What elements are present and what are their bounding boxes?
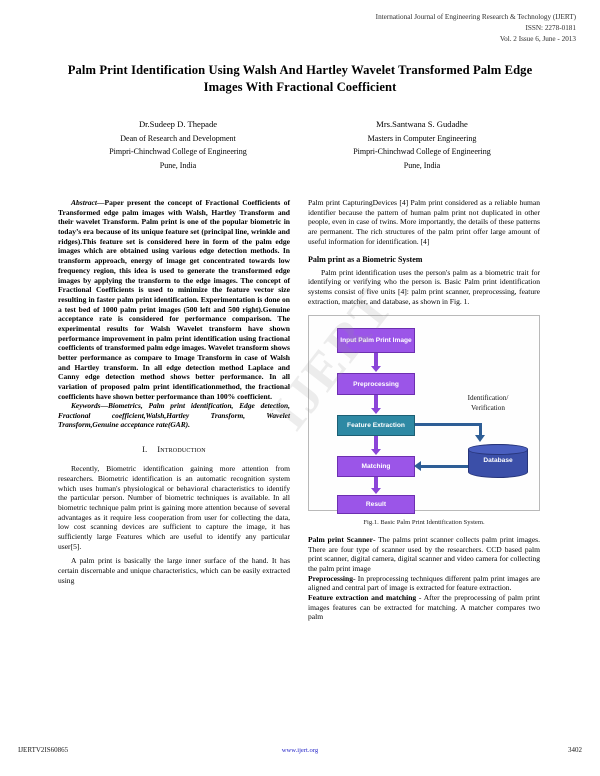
- journal-name: International Journal of Engineering Res…: [375, 13, 576, 21]
- definition-palm-print-scanner: Palm print Scanner- The palms print scan…: [308, 535, 540, 574]
- abstract-paragraph: Abstract—Paper present the concept of Fr…: [58, 198, 290, 401]
- left-column: Abstract—Paper present the concept of Fr…: [58, 198, 290, 586]
- definition-feature-extraction-matching: Feature extraction and matching - After …: [308, 593, 540, 622]
- flow-node-input-label: Input Palm Print Image: [340, 337, 412, 345]
- author-1-location: Pune, India: [159, 160, 197, 170]
- flow-node-matching-label: Matching: [361, 463, 391, 471]
- flow-node-feature-extraction-label: Feature Extraction: [347, 422, 405, 430]
- journal-issn: ISSN: 2278-0181: [525, 24, 576, 33]
- right-column: Palm print CapturingDevices [4] Palm pri…: [308, 198, 540, 622]
- abstract-label: Abstract—: [71, 198, 105, 207]
- flowchart: Input Palm Print Image Preprocessing Fea…: [313, 322, 535, 515]
- title-block: Palm Print Identification Using Walsh An…: [56, 62, 544, 96]
- connector-database-to-matching: [414, 461, 469, 471]
- figure-caption: Fig.1. Basic Palm Print Identification S…: [363, 519, 485, 527]
- flow-annotation-identification-verification: Identification/ Verification: [443, 394, 533, 413]
- page-title: Palm Print Identification Using Walsh An…: [67, 63, 533, 94]
- flow-node-result-label: Result: [365, 501, 387, 509]
- author-block: Dr.Sudeep D. Thepade Dean of Research an…: [56, 117, 544, 172]
- figure-1: Input Palm Print Image Preprocessing Fea…: [308, 315, 540, 515]
- journal-header: International Journal of Engineering Res…: [376, 12, 576, 45]
- intro-paragraph-2: A palm print is basically the large inne…: [58, 556, 290, 585]
- footer-document-id: IJERTV2IS60865: [18, 746, 69, 754]
- flow-node-feature-extraction: Feature Extraction: [337, 415, 415, 437]
- flow-node-matching: Matching: [337, 456, 415, 478]
- definition-text-feature-matching: - After the preprocessing of palm print …: [308, 593, 540, 622]
- definition-term-scanner: Palm print Scanner: [308, 534, 374, 544]
- arrow-feature-to-matching: [371, 436, 381, 456]
- section-number: I.: [142, 444, 148, 454]
- flow-node-result: Result: [337, 495, 415, 515]
- author-1-affiliation: Pimpri-Chinchwad College of Engineering: [109, 147, 247, 157]
- section-title: Introduction: [157, 444, 206, 454]
- keywords-text: Biometrics, Palm print identification, E…: [58, 401, 290, 430]
- continued-paragraph: Palm print CapturingDevices [4] Palm pri…: [308, 198, 540, 246]
- author-2: Mrs.Santwana S. Gudadhe Masters in Compu…: [300, 117, 544, 172]
- author-2-location: Pune, India: [403, 160, 441, 170]
- page-footer: IJERTV2IS60865 www.ijert.org 3402: [18, 746, 582, 754]
- keywords-paragraph: Keywords—Biometrics, Palm print identifi…: [58, 401, 290, 430]
- author-2-name: Mrs.Santwana S. Gudadhe: [376, 119, 468, 129]
- footer-url-link[interactable]: www.ijert.org: [281, 746, 319, 754]
- flow-annotation-line-1: Identification/: [467, 394, 509, 403]
- author-1-role: Dean of Research and Development: [120, 134, 236, 144]
- author-1: Dr.Sudeep D. Thepade Dean of Research an…: [56, 117, 300, 172]
- definition-term-feature-matching: Feature extraction and matching: [308, 593, 417, 603]
- author-2-affiliation: Pimpri-Chinchwad College of Engineering: [353, 147, 491, 157]
- flow-node-database-label: Database: [483, 457, 513, 465]
- footer-page-number: 3402: [568, 746, 582, 754]
- subsection-heading-biometric-system: Palm print as a Biometric System: [308, 255, 423, 265]
- definition-preprocessing: Preprocessing- In preprocessing techniqu…: [308, 574, 540, 593]
- section-heading-introduction: I. Introduction: [58, 445, 290, 455]
- flow-node-database: Database: [468, 444, 528, 479]
- flow-node-input: Input Palm Print Image: [337, 328, 415, 354]
- flow-node-preprocessing-label: Preprocessing: [353, 380, 399, 388]
- arrow-matching-to-result: [371, 477, 381, 495]
- author-2-role: Masters in Computer Engineering: [367, 134, 477, 144]
- arrow-input-to-preprocess: [371, 353, 381, 373]
- biometric-system-paragraph: Palm print identification uses the perso…: [308, 267, 540, 306]
- flow-node-preprocessing: Preprocessing: [337, 373, 415, 396]
- keywords-label: Keywords—: [71, 401, 108, 411]
- flow-annotation-line-2: Verification: [471, 403, 505, 412]
- abstract-text: Paper present the concept of Fractional …: [58, 198, 290, 401]
- definition-term-preprocessing: Preprocessing-: [308, 573, 356, 583]
- connector-feature-to-database: [415, 423, 481, 426]
- intro-paragraph-1: Recently, Biometric identification gaini…: [58, 464, 290, 551]
- arrow-preprocess-to-feature: [371, 395, 381, 415]
- author-1-name: Dr.Sudeep D. Thepade: [138, 119, 218, 129]
- connector-down-to-database: [475, 423, 484, 443]
- definition-text-preprocessing: In preprocessing techniques different pa…: [308, 573, 540, 593]
- journal-volume: Vol. 2 Issue 6, June - 2013: [499, 35, 576, 44]
- definition-text-scanner: - The palms print scanner collects palm …: [308, 534, 541, 573]
